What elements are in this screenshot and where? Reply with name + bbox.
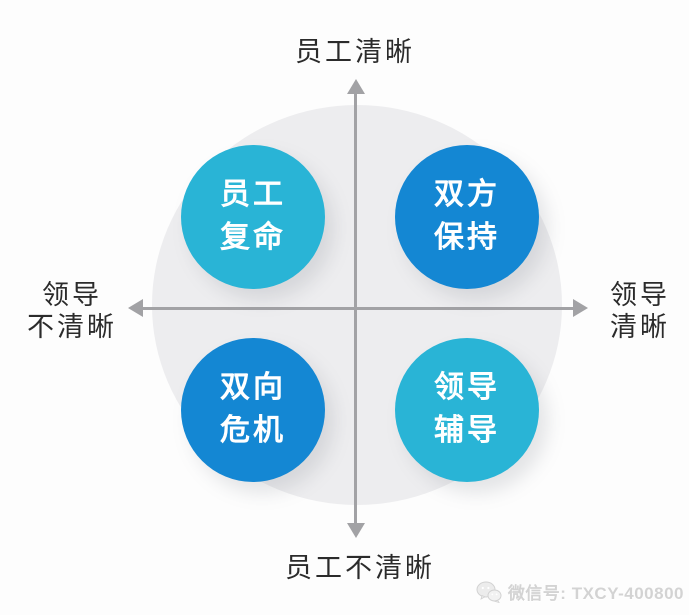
bubble-text-line1: 双向: [220, 371, 286, 405]
axis-label-right-line2: 清晰: [610, 312, 670, 343]
bubble-text-line1: 领导: [434, 371, 500, 405]
bubble-text-line1: 双方: [434, 178, 500, 212]
quadrant-bubble-top-left: 员工 复命: [181, 145, 325, 289]
quadrant-bubble-bottom-left: 双向 危机: [181, 338, 325, 482]
axis-label-left: 领导 不清晰: [8, 279, 136, 344]
bubble-text-line2: 危机: [220, 414, 286, 447]
arrow-down-icon: [347, 523, 365, 538]
watermark: 微信号: TXCY-400800: [476, 579, 684, 604]
horizontal-axis-line: [142, 307, 575, 310]
arrow-up-icon: [347, 79, 365, 94]
bubble-text-line1: 员工: [220, 178, 286, 212]
axis-label-top: 员工清晰: [295, 37, 415, 67]
axis-label-left-line2: 不清晰: [27, 312, 117, 343]
axis-label-right: 领导 清晰: [592, 279, 688, 344]
axis-label-left-line1: 领导: [42, 280, 102, 310]
arrow-left-icon: [128, 299, 143, 317]
watermark-text: 微信号: TXCY-400800: [507, 584, 684, 603]
axis-label-bottom: 员工不清晰: [285, 553, 435, 583]
wechat-icon: [476, 581, 502, 603]
bubble-text-line2: 辅导: [434, 414, 500, 447]
arrow-right-icon: [573, 299, 588, 317]
bubble-text-line2: 保持: [434, 221, 500, 254]
quadrant-bubble-bottom-right: 领导 辅导: [395, 338, 539, 482]
quadrant-bubble-top-right: 双方 保持: [395, 145, 539, 289]
bubble-text-line2: 复命: [220, 221, 286, 254]
axis-label-right-line1: 领导: [610, 280, 670, 310]
